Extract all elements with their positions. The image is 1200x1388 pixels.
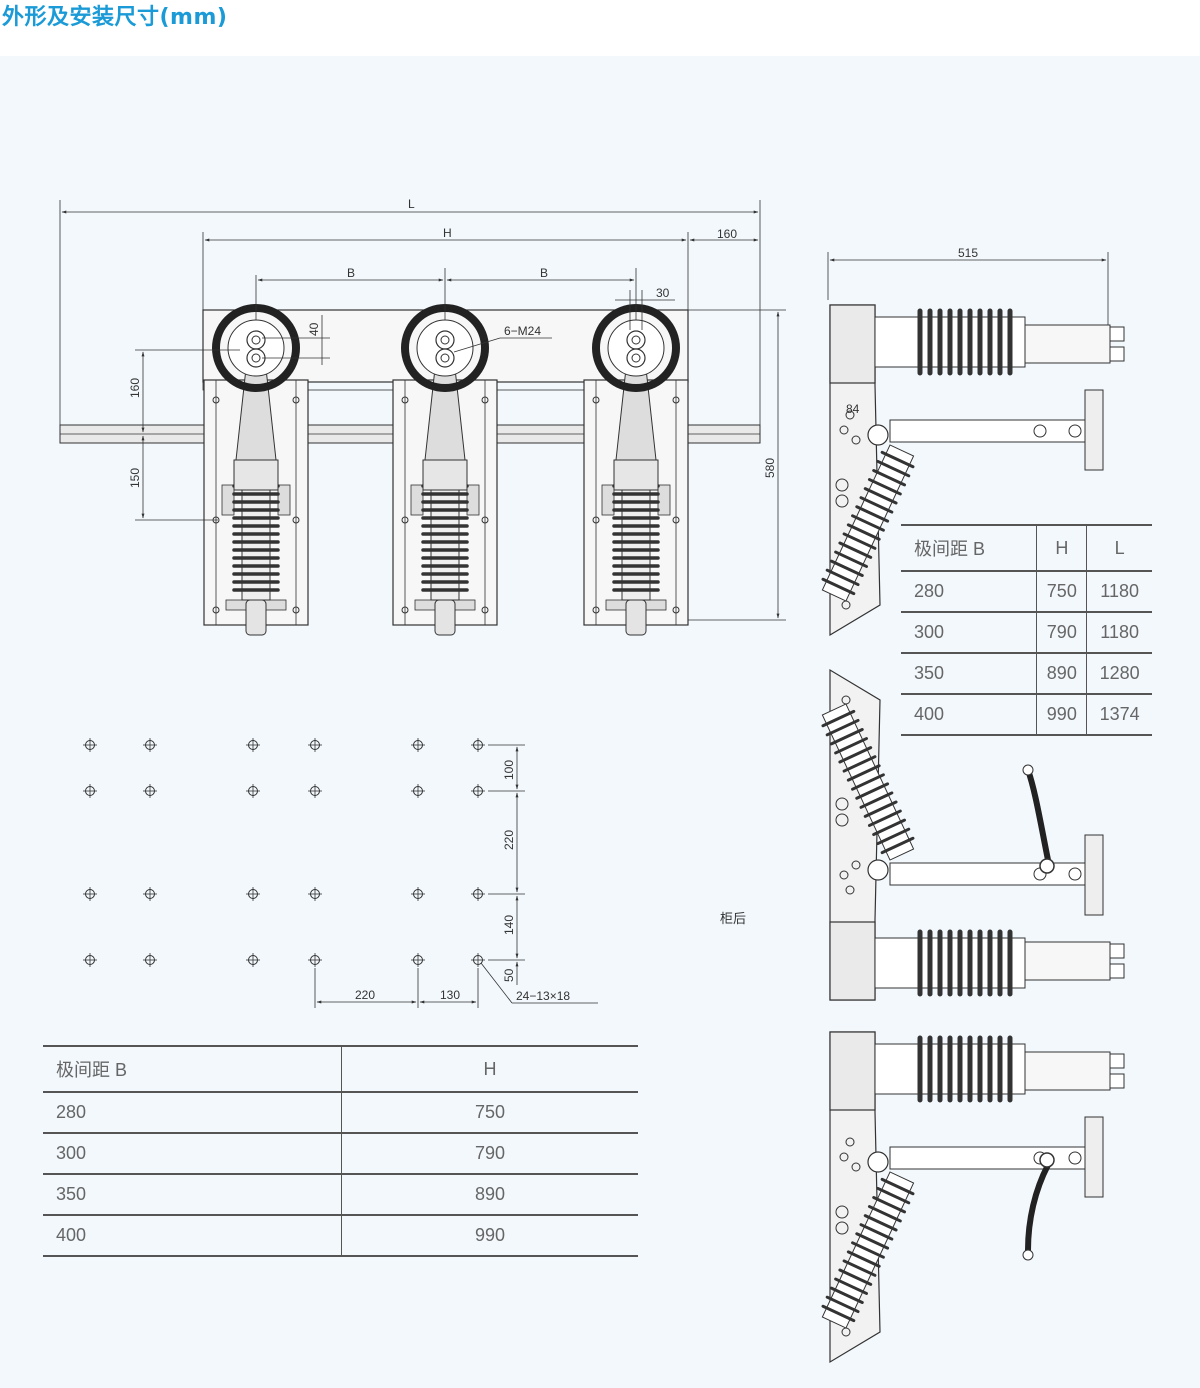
- table-row: 280 750: [43, 1092, 638, 1134]
- cell-H: 790: [341, 1133, 638, 1175]
- cell-L: 1374: [1086, 694, 1152, 736]
- table-row: 400 990: [43, 1215, 638, 1257]
- dim-40: 40: [307, 322, 321, 336]
- header-pole-spacing: 极间距 B: [43, 1045, 342, 1093]
- table-row: 300 790 1180: [901, 612, 1152, 654]
- dim-220-horizontal: 220: [355, 988, 375, 1002]
- cell-B: 300: [43, 1133, 342, 1175]
- cell-H: 750: [1036, 571, 1088, 613]
- dim-150-left: 150: [128, 468, 142, 488]
- dim-100: 100: [502, 760, 516, 780]
- dim-580: 580: [763, 458, 777, 478]
- cell-B: 350: [901, 653, 1038, 695]
- cell-H: 750: [341, 1092, 638, 1134]
- header-H: H: [1036, 524, 1088, 572]
- side-view-middle: [819, 670, 1124, 1000]
- dim-B1: B: [347, 266, 355, 280]
- table-row: 280 750 1180: [901, 571, 1152, 613]
- cell-H: 890: [341, 1174, 638, 1216]
- cell-B: 350: [43, 1174, 342, 1216]
- dim-160-left: 160: [128, 378, 142, 398]
- table-header-row: 极间距 B H L: [901, 524, 1152, 572]
- cell-L: 1180: [1086, 571, 1152, 613]
- table-header-row: 极间距 B H: [43, 1045, 638, 1093]
- bolt-spec: 6−M24: [504, 324, 541, 338]
- dim-30: 30: [656, 286, 670, 300]
- dim-84: 84: [846, 402, 860, 416]
- hole-spec: 24−13×18: [516, 989, 570, 1003]
- cell-B: 300: [901, 612, 1038, 654]
- cell-L: 1280: [1086, 653, 1152, 695]
- cabinet-rear-label: 柜后: [720, 911, 747, 926]
- side-view-bottom: [819, 1032, 1124, 1362]
- cell-B: 280: [901, 571, 1038, 613]
- header-pole-spacing: 极间距 B: [901, 524, 1038, 572]
- dim-B2: B: [540, 266, 548, 280]
- cell-B: 400: [43, 1215, 342, 1257]
- header-H: H: [341, 1045, 638, 1093]
- table-row: 300 790: [43, 1133, 638, 1175]
- dim-L: L: [408, 197, 415, 211]
- table-row: 400 990 1374: [901, 694, 1152, 736]
- dim-515: 515: [958, 246, 978, 260]
- cell-H: 990: [1036, 694, 1088, 736]
- dim-H: H: [443, 226, 452, 240]
- table-row: 350 890: [43, 1174, 638, 1216]
- header-L: L: [1086, 524, 1152, 572]
- page-title: 外形及安装尺寸(mm): [2, 5, 228, 30]
- front-view: L H 160 B B 30 40 6−M24 160 1: [59, 197, 786, 635]
- cell-B: 280: [43, 1092, 342, 1134]
- dim-140: 140: [502, 915, 516, 935]
- cell-B: 400: [901, 694, 1038, 736]
- cell-H: 790: [1036, 612, 1088, 654]
- dim-220-vertical: 220: [502, 830, 516, 850]
- dimension-table-right: 极间距 B H L 280 750 1180 300 790 1180 350 …: [901, 524, 1152, 736]
- dim-50: 50: [502, 968, 516, 982]
- cell-H: 990: [341, 1215, 638, 1257]
- side-view-top: 515 84: [819, 246, 1124, 635]
- mounting-hole-pattern: 100 220 140 50 220 130 24−13×18: [82, 737, 598, 1008]
- table-row: 350 890 1280: [901, 653, 1152, 695]
- dim-160-top: 160: [717, 227, 737, 241]
- dim-130: 130: [440, 988, 460, 1002]
- cell-L: 1180: [1086, 612, 1152, 654]
- dimension-table-bottom: 极间距 B H 280 750 300 790 350 890 400 990: [43, 1045, 638, 1257]
- cell-H: 890: [1036, 653, 1088, 695]
